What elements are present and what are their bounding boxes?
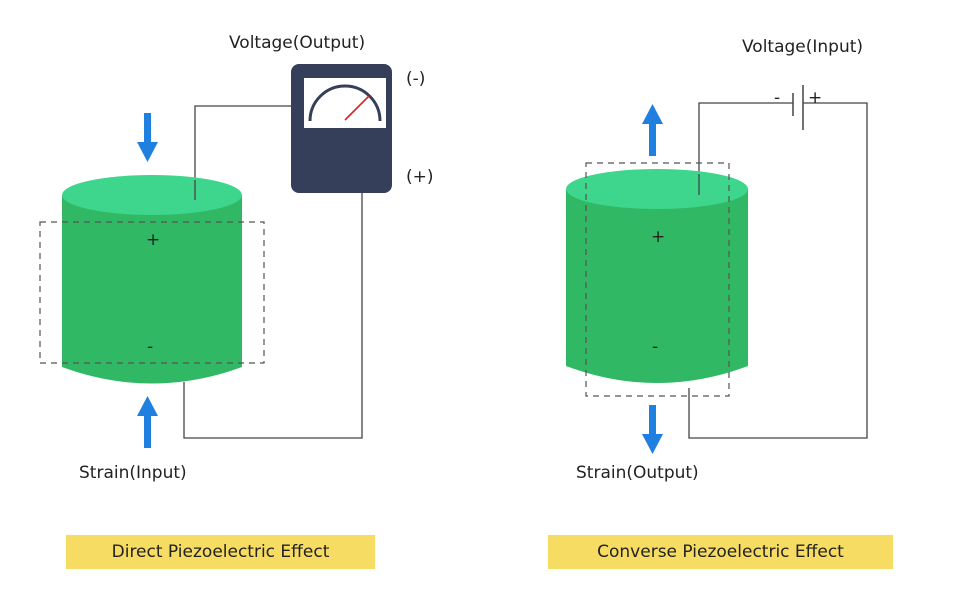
wire-top-right	[698, 102, 793, 190]
cylinder-top	[566, 169, 748, 209]
voltmeter	[291, 64, 392, 193]
cylinder-body	[566, 189, 748, 383]
minus-sign: -	[147, 337, 153, 357]
direct-effect-diagram: + - Voltage(Output) (-) (+) Strain(Input…	[39, 33, 434, 483]
up-arrow	[137, 396, 158, 448]
terminal-positive: (+)	[406, 167, 434, 187]
converse-effect-caption: Converse Piezoelectric Effect	[548, 535, 893, 569]
plus-sign: +	[146, 230, 160, 250]
down-arrow	[642, 405, 663, 454]
converse-effect-diagram: - + + - Voltage(Input) Strain(Output)	[566, 37, 868, 483]
strain-output-label: Strain(Output)	[576, 463, 699, 483]
voltage-output-label: Voltage(Output)	[229, 33, 365, 53]
cylinder-body	[62, 195, 242, 384]
wire-top-left	[194, 105, 291, 200]
wire-battery-right	[688, 102, 868, 439]
cylinder-top	[62, 175, 242, 215]
battery-negative: -	[774, 88, 780, 108]
battery-positive: +	[808, 88, 822, 108]
strain-outline	[585, 162, 730, 397]
strain-outline	[39, 221, 265, 364]
terminal-negative: (-)	[406, 69, 425, 89]
battery	[792, 85, 804, 130]
strain-input-label: Strain(Input)	[79, 463, 187, 483]
plus-sign: +	[651, 227, 665, 247]
wire-bottom-left	[183, 193, 363, 439]
meter-needle	[344, 95, 370, 121]
down-arrow	[137, 113, 158, 162]
minus-sign: -	[652, 337, 658, 357]
voltage-input-label: Voltage(Input)	[742, 37, 863, 57]
direct-effect-caption: Direct Piezoelectric Effect	[66, 535, 375, 569]
up-arrow	[642, 104, 663, 156]
